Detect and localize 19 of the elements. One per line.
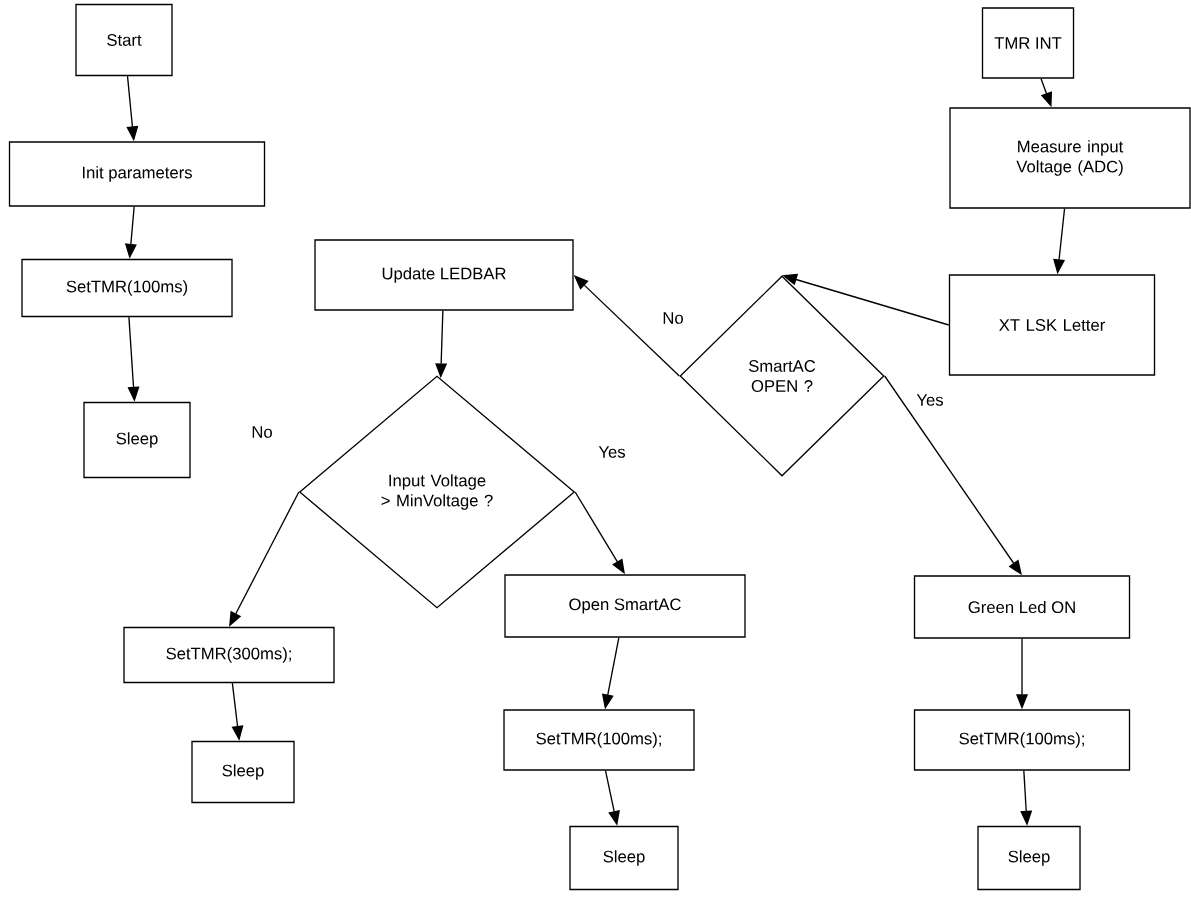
process-box: SetTMR(100ms): [21, 258, 233, 318]
edge-label: No: [249, 424, 275, 440]
process-box: Sleep: [569, 825, 679, 891]
edge-label: Yes: [914, 392, 946, 408]
process-box: Open SmartAC: [504, 574, 746, 638]
process-box: Measure input Voltage (ADC): [949, 107, 1191, 209]
process-box: Sleep: [83, 401, 191, 479]
process-box: XT LSK Letter: [948, 274, 1156, 376]
process-box: SetTMR(300ms);: [123, 626, 335, 684]
edge-label: Yes: [596, 444, 628, 460]
process-box: Sleep: [191, 740, 295, 804]
process-box: Update LEDBAR: [314, 239, 574, 311]
process-box: SetTMR(100ms);: [913, 709, 1131, 771]
process-box: Init parameters: [8, 141, 266, 207]
process-box: Sleep: [977, 825, 1081, 891]
process-box: Green Led ON: [913, 575, 1131, 639]
process-box: Start: [75, 3, 173, 77]
process-box: SetTMR(100ms);: [503, 709, 695, 771]
process-box: TMR INT: [981, 7, 1075, 79]
